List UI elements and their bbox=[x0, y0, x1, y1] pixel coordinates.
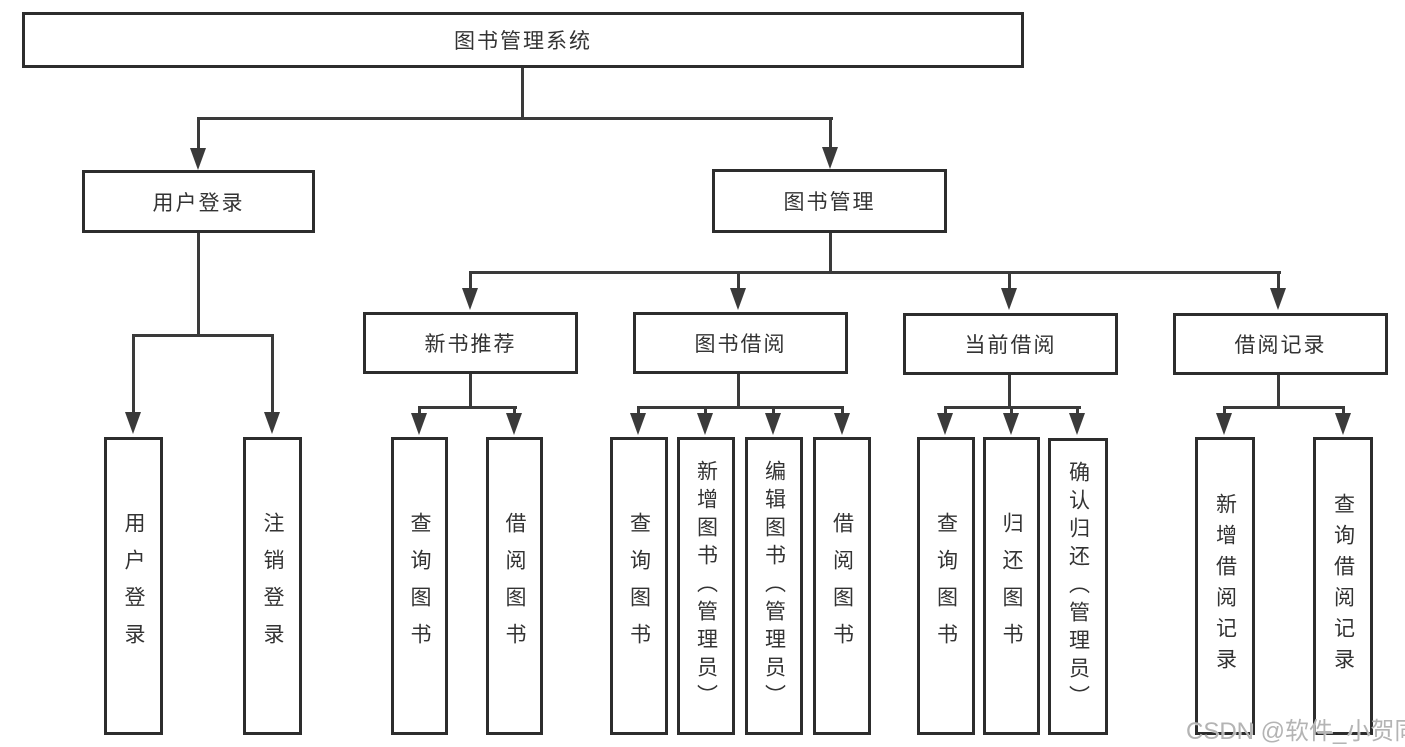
node-label: 图书管理 bbox=[783, 191, 876, 214]
connector-line bbox=[1277, 375, 1280, 408]
connector-line bbox=[829, 233, 832, 274]
arrow-down-icon bbox=[1270, 288, 1286, 310]
node-cb-confirm-return-admin: 确认归还（管理员） bbox=[1048, 438, 1108, 735]
node-bb-edit-books-admin: 编辑图书（管理员） bbox=[745, 437, 803, 735]
connector-line bbox=[197, 117, 200, 150]
node-label: 归还图书 bbox=[1000, 512, 1023, 660]
node-label: 图书管理系统 bbox=[454, 30, 592, 53]
arrow-down-icon bbox=[937, 413, 953, 435]
node-label: 查询借阅记录 bbox=[1331, 493, 1355, 679]
connector-line bbox=[829, 117, 832, 150]
connector-line bbox=[704, 406, 707, 416]
connector-line bbox=[1277, 271, 1280, 290]
node-label: 图书借阅 bbox=[694, 333, 787, 356]
arrow-down-icon bbox=[1216, 413, 1232, 435]
arrow-down-icon bbox=[730, 288, 746, 310]
arrow-down-icon bbox=[822, 147, 838, 169]
node-user-login-leaf: 用户登录 bbox=[104, 437, 163, 735]
connector-line bbox=[513, 406, 516, 416]
arrow-down-icon bbox=[834, 413, 850, 435]
connector-line bbox=[637, 406, 640, 416]
connector-line bbox=[737, 374, 740, 408]
node-br-add-borrow-record: 新增借阅记录 bbox=[1195, 437, 1255, 735]
node-label: 查询图书 bbox=[934, 512, 958, 660]
arrow-down-icon bbox=[697, 413, 713, 435]
node-bb-query-books: 查询图书 bbox=[610, 437, 668, 735]
arrow-down-icon bbox=[1335, 413, 1351, 435]
connector-line bbox=[944, 406, 947, 416]
node-label: 新书推荐 bbox=[424, 333, 517, 356]
arrow-down-icon bbox=[190, 148, 206, 170]
connector-line bbox=[1076, 406, 1079, 416]
arrow-down-icon bbox=[125, 412, 141, 434]
connector-line bbox=[418, 406, 421, 416]
node-label: 用户登录 bbox=[122, 512, 145, 660]
arrow-down-icon bbox=[1003, 413, 1019, 435]
connector-line bbox=[132, 334, 274, 337]
arrow-down-icon bbox=[630, 413, 646, 435]
arrow-down-icon bbox=[1001, 288, 1017, 310]
node-label: 用户登录 bbox=[152, 191, 245, 215]
connector-line bbox=[521, 68, 524, 118]
node-bb-add-books-admin: 新增图书（管理员） bbox=[677, 437, 735, 735]
arrow-down-icon bbox=[765, 413, 781, 435]
node-current-borrowing: 当前借阅 bbox=[903, 313, 1118, 375]
csdn-watermark: CSDN @软件_小贺同学 bbox=[1186, 718, 1405, 745]
node-borrowing-records: 借阅记录 bbox=[1173, 313, 1388, 375]
node-label: 当前借阅 bbox=[964, 334, 1057, 357]
connector-line bbox=[469, 271, 1281, 274]
arrow-down-icon bbox=[1069, 413, 1085, 435]
node-label: 查询图书 bbox=[408, 512, 431, 660]
connector-line bbox=[132, 334, 135, 412]
node-user-login: 用户登录 bbox=[82, 170, 315, 233]
connector-line bbox=[271, 334, 274, 412]
connector-line bbox=[1008, 375, 1011, 408]
connector-line bbox=[1223, 406, 1345, 409]
node-label: 注销登录 bbox=[261, 512, 284, 660]
node-library-management-system: 图书管理系统 bbox=[22, 12, 1024, 68]
connector-line bbox=[1008, 271, 1011, 290]
node-cb-query-books: 查询图书 bbox=[917, 437, 975, 735]
connector-line bbox=[1223, 406, 1226, 416]
node-label: 借阅图书 bbox=[503, 512, 526, 660]
arrow-down-icon bbox=[462, 288, 478, 310]
node-rec-query-books: 查询图书 bbox=[391, 437, 448, 735]
node-cb-return-books: 归还图书 bbox=[983, 437, 1040, 735]
node-rec-borrow-books: 借阅图书 bbox=[486, 437, 543, 735]
node-label: 确认归还（管理员） bbox=[1066, 460, 1090, 713]
arrow-down-icon bbox=[411, 413, 427, 435]
arrow-down-icon bbox=[506, 413, 522, 435]
connector-line bbox=[1342, 406, 1345, 416]
node-br-query-borrow-record: 查询借阅记录 bbox=[1313, 437, 1373, 735]
node-new-book-recommendation: 新书推荐 bbox=[363, 312, 578, 374]
node-label: 查询图书 bbox=[627, 512, 651, 660]
node-logout: 注销登录 bbox=[243, 437, 302, 735]
connector-line bbox=[737, 271, 740, 290]
connector-line bbox=[197, 117, 833, 120]
connector-line bbox=[637, 406, 844, 409]
node-label: 新增图书（管理员） bbox=[694, 460, 718, 712]
connector-line bbox=[469, 374, 472, 408]
node-book-management: 图书管理 bbox=[712, 169, 947, 233]
connector-line bbox=[469, 271, 472, 290]
connector-line bbox=[197, 233, 200, 337]
node-label: 借阅记录 bbox=[1234, 334, 1327, 357]
node-label: 借阅图书 bbox=[830, 512, 854, 660]
node-book-borrowing: 图书借阅 bbox=[633, 312, 848, 374]
node-bb-borrow-books: 借阅图书 bbox=[813, 437, 871, 735]
arrow-down-icon bbox=[264, 412, 280, 434]
node-label: 编辑图书（管理员） bbox=[762, 460, 786, 712]
connector-line bbox=[772, 406, 775, 416]
node-label: 新增借阅记录 bbox=[1213, 493, 1237, 679]
connector-line bbox=[418, 406, 517, 409]
connector-line bbox=[1010, 406, 1013, 416]
connector-line bbox=[841, 406, 844, 416]
